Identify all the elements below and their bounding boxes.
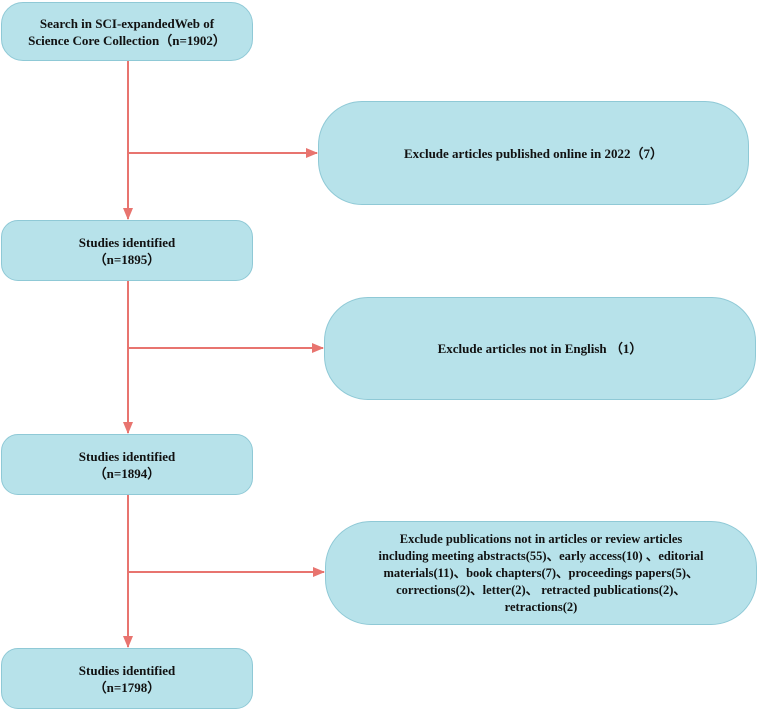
search-text-line-1: Search in SCI-expandedWeb of — [39, 15, 215, 31]
exclusion-1-line-1: Exclude articles published online in 202… — [404, 145, 663, 161]
exclusion-3-line-3: materials(11)、book chapters(7)、proceedin… — [383, 565, 699, 580]
studies-identified-box-3: Studies identified （n=1798） — [1, 648, 253, 709]
studies-identified-box-2: Studies identified （n=1894） — [1, 434, 253, 495]
search-box: Search in SCI-expandedWeb of Science Cor… — [1, 2, 253, 61]
step-2-title: Studies identified — [78, 448, 176, 464]
exclusion-3-line-2: including meeting abstracts(55)、early ac… — [378, 548, 704, 563]
exclusion-3-line-5: retractions(2) — [504, 599, 578, 614]
exclusion-box-1: Exclude articles published online in 202… — [318, 101, 749, 205]
step-3-title: Studies identified — [78, 662, 176, 678]
exclusion-2-line-1: Exclude articles not in English （1） — [437, 341, 643, 356]
exclusion-box-2: Exclude articles not in English （1） — [324, 297, 756, 400]
step-1-count: （n=1895） — [93, 251, 161, 267]
step-1-title: Studies identified — [78, 234, 176, 250]
studies-identified-box-1: Studies identified （n=1895） — [1, 220, 253, 281]
exclusion-box-3: Exclude publications not in articles or … — [325, 521, 757, 625]
exclusion-3-line-1: Exclude publications not in articles or … — [399, 531, 683, 546]
step-3-count: （n=1798） — [93, 679, 161, 695]
search-text-line-2: Science Core Collection（n=1902） — [28, 32, 226, 48]
exclusion-3-line-4: corrections(2)、letter(2)、 retracted publ… — [396, 582, 686, 597]
step-2-count: （n=1894） — [93, 465, 161, 481]
